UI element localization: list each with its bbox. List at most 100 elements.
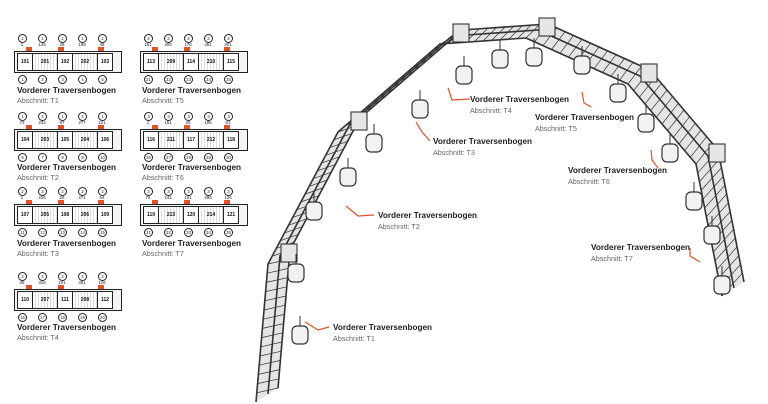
truss-segment: 110 (17, 291, 33, 309)
part-number: 226 (38, 195, 46, 200)
callout-leader-line (581, 91, 592, 108)
truss-lacing (259, 350, 282, 357)
part-count-circle: 2 (78, 187, 87, 196)
part-count-circle: 1 (18, 112, 27, 121)
part-number: 36 (19, 280, 25, 285)
truss-lacing (627, 65, 642, 85)
connector-marker (152, 200, 158, 204)
callout-title-t1: Vorderer Traversenbogen (333, 323, 433, 332)
position-circle: 14 (78, 228, 87, 237)
truss-lacing (325, 148, 344, 156)
callout-title-t4: Vorderer Traversenbogen (470, 95, 570, 104)
part-count-circle: 1 (78, 34, 87, 43)
callout-subtitle-t3: Abschnitt: T3 (433, 148, 475, 157)
truss-lacing (371, 94, 388, 103)
truss-lacing (678, 123, 696, 145)
connector-marker (98, 285, 104, 289)
truss-segment: 118 (223, 131, 239, 149)
part-number: 277 (78, 120, 86, 125)
part-count-circle: 3 (224, 112, 233, 121)
legend-subtitle-t5: Abschnitt: T5 (142, 96, 184, 105)
truss-lacing (329, 140, 348, 148)
part-count-circle: 1 (38, 34, 47, 43)
part-count-circle: 3 (224, 187, 233, 196)
truss-lacing (499, 26, 514, 41)
connector-marker (26, 200, 32, 204)
lighting-fixture (455, 65, 473, 85)
truss-lacing (706, 193, 727, 218)
truss-band (256, 24, 744, 402)
connector-marker (26, 47, 32, 51)
connector-marker (98, 47, 104, 51)
part-number: 151 (144, 42, 152, 47)
truss-segment: 119 (143, 206, 159, 224)
truss-lacing (559, 35, 574, 54)
part-number: 406 (164, 42, 172, 47)
truss-segment: 115 (223, 53, 239, 71)
connector-marker (224, 47, 230, 51)
position-circle: 8 (58, 153, 67, 162)
truss-segment: 201 (32, 53, 58, 71)
part-number: 26 (59, 195, 65, 200)
part-number: 189 (78, 42, 86, 47)
truss-segment: 209 (158, 53, 184, 71)
truss-segment: 202 (72, 53, 98, 71)
part-count-circle: 2 (58, 272, 67, 281)
truss-lacing (412, 59, 429, 68)
truss-corner-block (538, 17, 556, 37)
truss-segment: 208 (72, 291, 98, 309)
part-number: 151 (164, 120, 172, 125)
truss-segment: 120 (183, 206, 199, 224)
part-number: 316 (38, 280, 46, 285)
position-circle: 7 (38, 153, 47, 162)
legend-title-t1: Vorderer Traversenbogen (17, 86, 117, 95)
legend-title-t5: Vorderer Traversenbogen (142, 86, 242, 95)
truss-lacing (644, 83, 662, 105)
connector-marker (152, 125, 158, 129)
position-circle: 30 (224, 153, 233, 162)
part-count-circle: 2 (184, 34, 193, 43)
callout-title-t3: Vorderer Traversenbogen (433, 137, 533, 146)
truss-lacing (619, 62, 634, 81)
truss-corner-block (708, 143, 726, 163)
truss-lacing (333, 133, 352, 141)
part-number: 101 (58, 280, 66, 285)
lighting-fixture (573, 55, 591, 75)
truss-segment: 206 (72, 206, 98, 224)
callout-subtitle-t6: Abschnitt: T6 (568, 177, 610, 186)
part-count-circle: 2 (164, 34, 173, 43)
legend-subtitle-t4: Abschnitt: T4 (17, 333, 59, 342)
connector-marker (98, 125, 104, 129)
truss-lacing (309, 179, 328, 187)
truss-lacing (257, 378, 279, 384)
part-count-circle: 2 (18, 272, 27, 281)
truss-segment: 203 (32, 131, 58, 149)
part-number: 26 (59, 42, 65, 47)
connector-marker (26, 125, 32, 129)
truss-lacing (525, 24, 540, 39)
truss-segment: 212 (198, 131, 224, 149)
position-circle: 34 (204, 228, 213, 237)
truss-lacing (656, 96, 673, 118)
position-circle: 29 (204, 153, 213, 162)
position-circle: 28 (184, 153, 193, 162)
part-count-circle: 2 (98, 272, 107, 281)
part-number: 101 (184, 195, 192, 200)
part-number: 51 (225, 120, 231, 125)
truss-segment: 107 (17, 206, 33, 224)
part-number: 73 (19, 120, 25, 125)
lighting-fixture (365, 133, 383, 153)
part-number: 201 (224, 42, 232, 47)
part-number: 126 (98, 280, 106, 285)
truss-lacing (702, 176, 724, 200)
truss-segment: 105 (57, 131, 73, 149)
truss-lacing (716, 246, 738, 270)
part-number: 271 (78, 195, 86, 200)
position-circle: 26 (144, 153, 153, 162)
truss-lacing (684, 129, 702, 151)
truss-lacing (426, 47, 442, 57)
